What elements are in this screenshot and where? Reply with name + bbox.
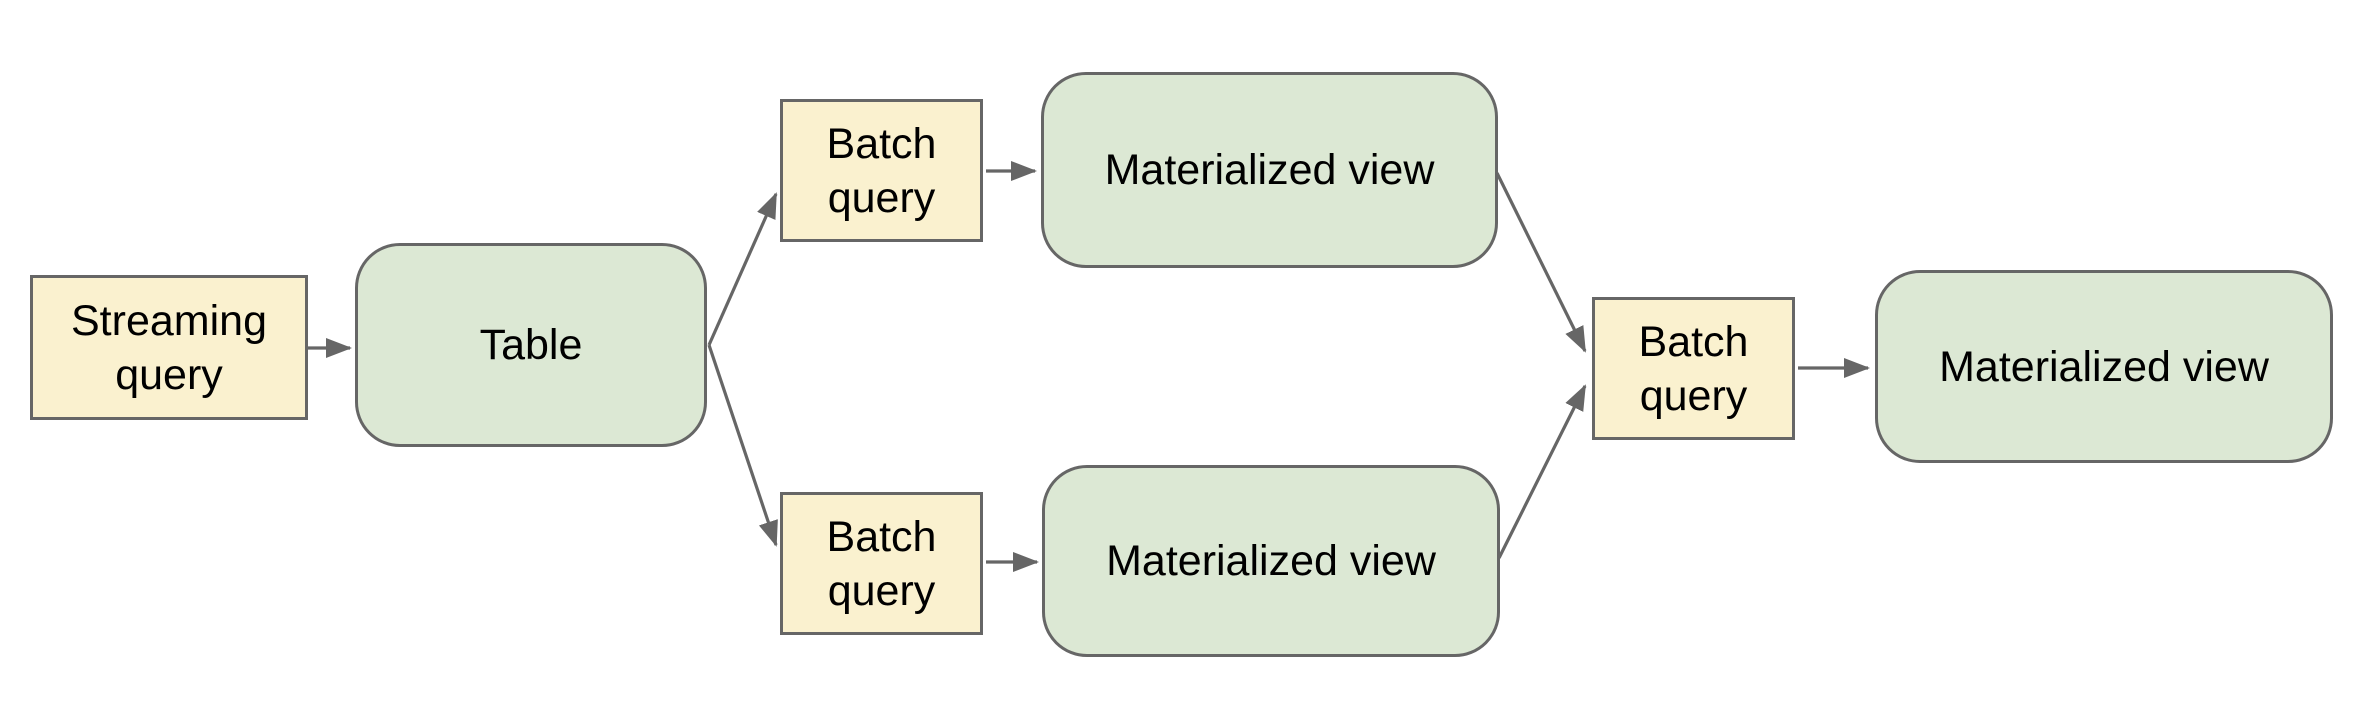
node-materialized-view-top: Materialized view [1041, 72, 1498, 268]
node-materialized-view-bottom-label: Materialized view [1106, 537, 1436, 585]
node-materialized-view-right: Materialized view [1875, 270, 2333, 463]
edge-table-to-batch-query-top [707, 192, 778, 346]
node-streaming-query-label: Streaming query [71, 296, 267, 399]
edge-table-to-batch-query-bottom [707, 344, 778, 547]
node-table: Table [355, 243, 707, 447]
node-table-label: Table [479, 321, 583, 369]
node-batch-query-right: Batch query [1592, 297, 1795, 440]
node-materialized-view-bottom: Materialized view [1042, 465, 1500, 657]
edge-materialized-view-top-to-batch-query-right [1495, 172, 1587, 353]
edge-materialized-view-bottom-to-batch-query-right [1497, 384, 1587, 559]
node-batch-query-top-label: Batch query [826, 119, 937, 222]
node-batch-query-right-label: Batch query [1638, 317, 1749, 420]
node-streaming-query: Streaming query [30, 275, 308, 420]
node-batch-query-bottom-label: Batch query [826, 512, 937, 615]
node-materialized-view-top-label: Materialized view [1104, 146, 1435, 194]
node-materialized-view-right-label: Materialized view [1939, 342, 2269, 391]
node-batch-query-bottom: Batch query [780, 492, 983, 635]
node-batch-query-top: Batch query [780, 99, 983, 242]
